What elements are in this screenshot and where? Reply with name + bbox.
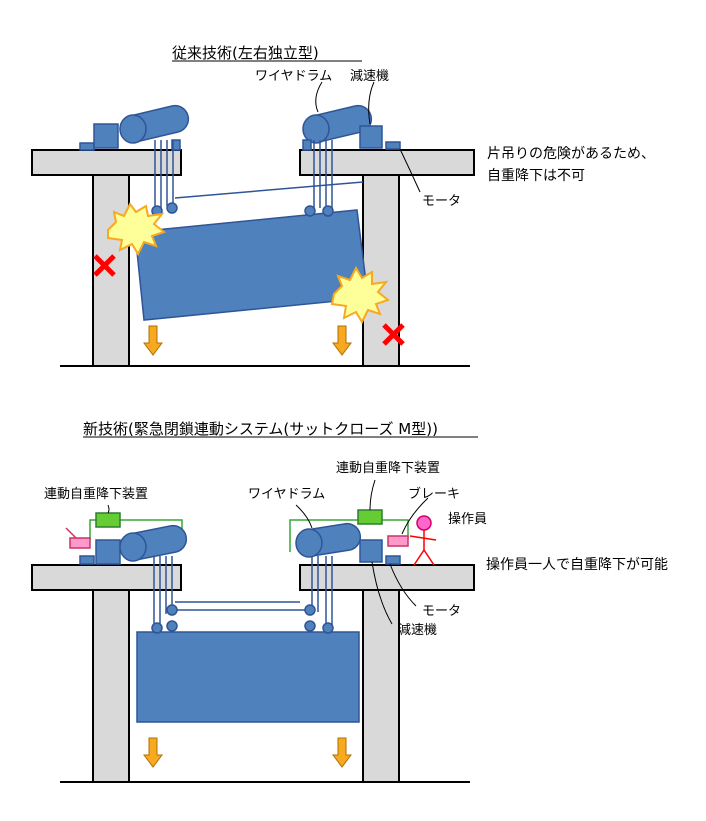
- link-cable: [289, 519, 409, 552]
- danger-cross-icon: [382, 323, 405, 346]
- wire-drum: [302, 104, 373, 144]
- wire-ropes: [153, 556, 333, 626]
- brake-label: ブレーキ: [408, 486, 460, 502]
- motor-label: モータ: [422, 194, 461, 209]
- leader-line: [389, 563, 417, 607]
- leader-line: [369, 479, 376, 511]
- linked-device-label-right: 連動自重降下装置: [336, 460, 440, 476]
- down-arrow-icon: [332, 325, 352, 356]
- right-pier: [362, 589, 400, 783]
- down-arrow-icon: [143, 325, 163, 356]
- top-diagram: 従来技術(左右独立型): [31, 44, 655, 367]
- reducer: [359, 125, 383, 149]
- wire-drum: [119, 524, 188, 562]
- level-gate: [136, 631, 360, 723]
- leader-line: [368, 81, 375, 125]
- right-deck: [299, 149, 475, 176]
- operator-icon: [409, 515, 437, 566]
- linked-device-label-left: 連動自重降下装置: [44, 486, 148, 502]
- top-note-line2: 自重降下は不可: [487, 168, 585, 184]
- reducer: [93, 123, 119, 149]
- leader-line: [295, 504, 313, 529]
- danger-cross-icon: [93, 254, 116, 277]
- drum-support: [171, 139, 181, 151]
- bottom-title: 新技術(緊急閉鎖連動システム(サットクローズ M型)): [83, 420, 438, 438]
- brake-lever: [65, 527, 77, 539]
- collision-burst-icon: [330, 265, 391, 325]
- left-deck: [31, 564, 182, 591]
- leader-line: [315, 81, 323, 113]
- left-deck: [31, 149, 182, 176]
- wire-drum: [295, 522, 362, 558]
- brake-icon: [69, 537, 91, 549]
- sheave-pulleys: [151, 202, 334, 217]
- sheave-pulleys: [151, 604, 334, 634]
- down-arrow-icon: [332, 737, 352, 768]
- bottom-note: 操作員一人で自重降下が可能: [486, 557, 668, 573]
- wire-ropes: [154, 140, 364, 210]
- wire-drum: [119, 104, 190, 144]
- leader-line: [401, 497, 429, 535]
- reducer-label: 減速機: [350, 68, 389, 84]
- bottom-diagram: 新技術(緊急閉鎖連動システム(サットクローズ M型)): [31, 420, 668, 783]
- motor: [385, 141, 401, 150]
- motor: [385, 555, 401, 565]
- top-title: 従来技術(左右独立型): [172, 44, 319, 62]
- linked-device-icon: [357, 509, 383, 525]
- leader-line: [371, 561, 393, 625]
- reducer: [359, 539, 383, 563]
- linked-device-icon: [95, 512, 121, 528]
- reducer: [95, 539, 121, 565]
- motor-label: モータ: [422, 604, 461, 619]
- collision-burst-icon: [107, 202, 167, 257]
- leader-line: [399, 148, 421, 193]
- top-note-line1: 片吊りの危険があるため、: [487, 146, 655, 162]
- left-pier: [92, 589, 130, 783]
- drum-support: [302, 139, 312, 151]
- leader-line: [107, 504, 110, 514]
- wire-drum-label: ワイヤドラム: [255, 69, 332, 84]
- reducer-label: 減速機: [398, 622, 437, 638]
- motor: [79, 555, 95, 565]
- wire-drum-label: ワイヤドラム: [248, 487, 325, 502]
- operator-label: 操作員: [448, 511, 487, 527]
- brake-icon: [387, 535, 409, 547]
- right-deck: [299, 564, 475, 591]
- motor: [79, 142, 95, 151]
- down-arrow-icon: [143, 737, 163, 768]
